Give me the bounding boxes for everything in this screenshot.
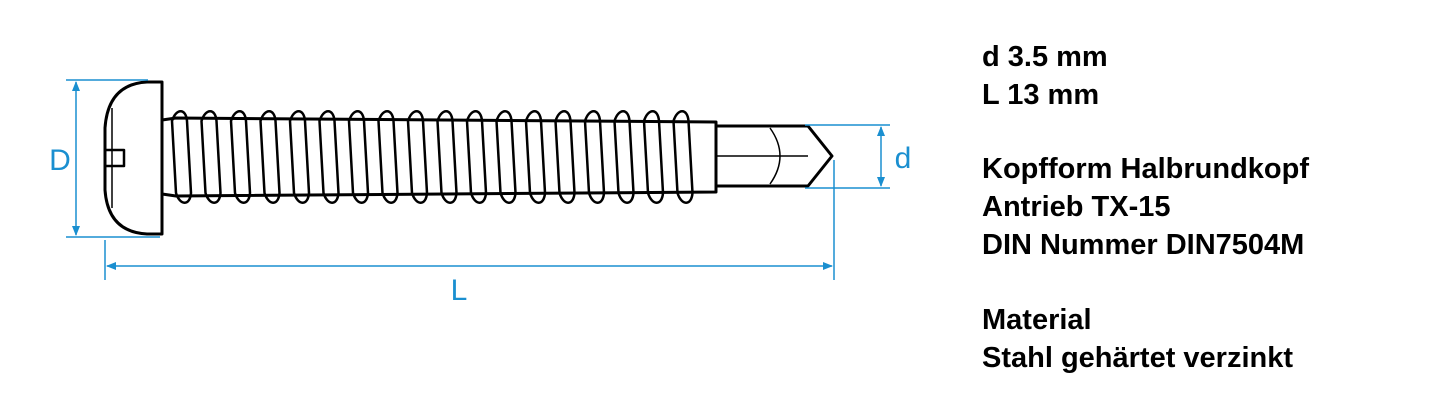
- label-thread-diameter: d: [895, 142, 912, 175]
- thread-crest: [495, 110, 517, 204]
- thread-crest: [583, 110, 606, 204]
- thread-crest: [229, 110, 252, 204]
- screw-outline: [103, 80, 834, 236]
- label-head-diameter: D: [49, 144, 71, 177]
- thread-crest: [613, 110, 635, 204]
- thread-crest: [318, 110, 340, 204]
- thread-crest: [288, 110, 311, 204]
- spec-diameter: d 3.5 mm: [982, 41, 1108, 73]
- spec-dimensions: d 3.5 mm L 13 mm: [982, 38, 1108, 114]
- thread-crest: [200, 110, 222, 204]
- dimension-length: [104, 160, 835, 280]
- thread-crest: [347, 110, 370, 204]
- thread-crest: [259, 110, 281, 204]
- dimension-thread-diameter: [805, 124, 890, 189]
- spec-material: Material Stahl gehärtet verzinkt: [982, 301, 1293, 377]
- thread-crest: [436, 110, 458, 204]
- material-heading: Material: [982, 304, 1092, 336]
- spec-head-shape: Kopfform Halbrundkopf: [982, 153, 1310, 185]
- screw-diagram: D d L: [49, 79, 912, 307]
- drill-tip: [716, 124, 834, 188]
- drill-flute: [769, 127, 781, 185]
- thread-crest: [642, 110, 665, 204]
- thread-crest: [377, 110, 399, 204]
- spec-drive: Antrieb TX-15: [982, 191, 1171, 223]
- spec-length: L 13 mm: [982, 79, 1100, 111]
- screw-head: [103, 80, 164, 236]
- thread-crest: [406, 110, 429, 204]
- thread-crest: [672, 110, 694, 204]
- drive-recess: [105, 148, 126, 168]
- thread-crest: [524, 110, 547, 204]
- label-length: L: [451, 274, 468, 307]
- material-value: Stahl gehärtet verzinkt: [982, 342, 1294, 374]
- thread-crest: [170, 110, 193, 204]
- spec-details: Kopfform Halbrundkopf Antrieb TX-15 DIN …: [982, 150, 1309, 264]
- thread-crest: [465, 110, 488, 204]
- thread-crests: [170, 110, 694, 204]
- dimension-head-diameter: [66, 79, 160, 238]
- thread-crest: [554, 110, 576, 204]
- spec-din-number: DIN Nummer DIN7504M: [982, 229, 1305, 261]
